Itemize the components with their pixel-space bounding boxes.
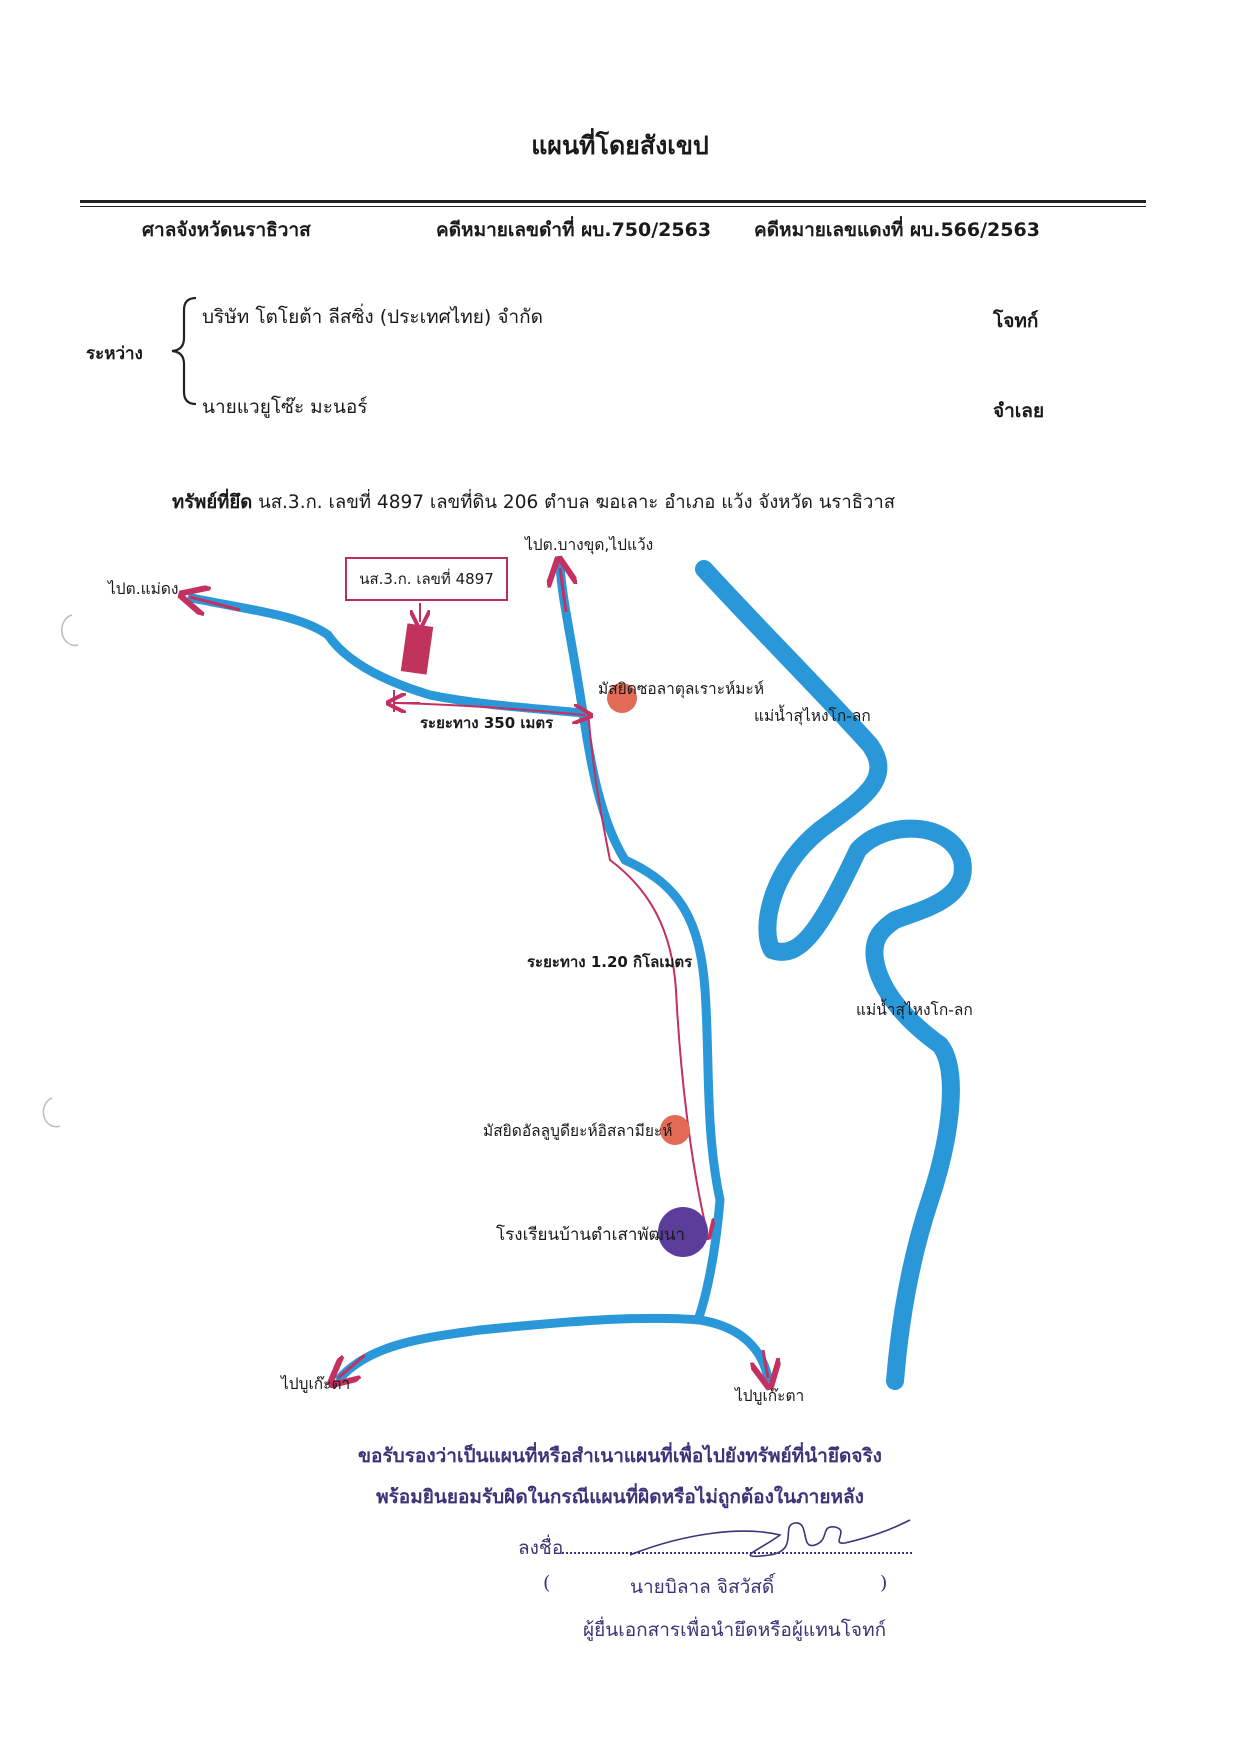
court-name: ศาลจังหวัดนราธิวาส bbox=[142, 219, 311, 241]
mosque-2-marker bbox=[660, 1115, 690, 1145]
road-west bbox=[187, 593, 588, 718]
signature bbox=[629, 1519, 911, 1558]
certification-line-1: ขอรับรองว่าเป็นแผนที่หรือสำเนาแผนที่เพื่… bbox=[358, 1445, 882, 1467]
arrow-to-bukieta-left bbox=[338, 1353, 366, 1378]
signer-role: ผู้ยื่นเอกสารเพื่อนำยึดหรือผู้แทนโจทก์ bbox=[583, 1619, 887, 1641]
punch-hole-icon bbox=[61, 614, 79, 647]
between-label: ระหว่าง bbox=[86, 344, 143, 364]
label-to-bangkhut: ไปต.บางขุด,ไปแว้ง bbox=[525, 536, 654, 554]
brace-icon bbox=[171, 296, 197, 406]
label-river-2: แม่น้ำสุไหงโก-ลก bbox=[856, 1001, 973, 1019]
road-main bbox=[555, 560, 725, 1325]
black-case-number: คดีหมายเลขดำที่ ผบ.750/2563 bbox=[436, 219, 712, 241]
school-marker bbox=[658, 1207, 708, 1257]
certification-line-2: พร้อมยินยอมรับผิดในกรณีแผนที่ผิดหรือไม่ถ… bbox=[376, 1486, 864, 1508]
page-title: แผนที่โดยสังเขป bbox=[531, 131, 709, 160]
close-paren: ) bbox=[880, 1572, 888, 1594]
label-school: โรงเรียนบ้านตำเสาพัฒนา bbox=[496, 1225, 686, 1245]
river bbox=[695, 560, 972, 1390]
red-case-number: คดีหมายเลขแดงที่ ผบ.566/2563 bbox=[754, 219, 1040, 241]
header-rule-thin bbox=[80, 206, 1146, 207]
header-rule bbox=[80, 200, 1146, 203]
defendant-role: จำเลย bbox=[993, 400, 1045, 422]
defendant-name: นายแวยูโซ๊ะ มะนอร์ bbox=[202, 396, 368, 418]
plaintiff-role: โจทก์ bbox=[993, 310, 1039, 332]
label-to-bukieta-left: ไปบูเก๊ะตา bbox=[281, 1375, 351, 1393]
label-distance-1200: ระยะทาง 1.20 กิโลเมตร bbox=[527, 953, 693, 971]
seized-asset: ทรัพย์ที่ยึด นส.3.ก. เลขที่ 4897 เลขที่ด… bbox=[172, 488, 895, 517]
plaintiff-name: บริษัท โตโยต้า ลีสซิ่ง (ประเทศไทย) จำกัด bbox=[202, 306, 544, 328]
road-southeast bbox=[695, 1315, 773, 1383]
open-paren: ( bbox=[543, 1572, 551, 1594]
label-distance-350: ระยะทาง 350 เมตร bbox=[420, 714, 554, 732]
distance-350-line bbox=[395, 702, 585, 715]
arrow-to-maedong bbox=[190, 597, 241, 610]
label-mosque-1: มัสยิดซอลาตุลเราะห์มะห์ bbox=[598, 680, 765, 698]
seized-asset-detail: นส.3.ก. เลขที่ 4897 เลขที่ดิน 206 ตำบล ฆ… bbox=[258, 492, 896, 513]
signer-name: นายบิลาล จิสวัสดิ์ bbox=[630, 1576, 775, 1598]
signature-line bbox=[562, 1552, 912, 1554]
arrow-to-bukieta-right bbox=[763, 1349, 768, 1378]
label-to-bukieta-right: ไปบูเก๊ะตา bbox=[735, 1387, 805, 1405]
sign-label: ลงชื่อ bbox=[518, 1537, 564, 1559]
label-to-maedong: ไปต.แม่ดง bbox=[108, 580, 179, 598]
punch-hole-icon bbox=[42, 1097, 61, 1128]
road-southwest bbox=[335, 1313, 705, 1383]
label-mosque-2: มัสยิดอัลลูบูดียะห์อิสลามียะห์ bbox=[483, 1122, 673, 1140]
seized-asset-label: ทรัพย์ที่ยึด bbox=[172, 492, 253, 513]
land-parcel-label: นส.3.ก. เลขที่ 4897 bbox=[345, 557, 508, 601]
arrow-to-bangkhut bbox=[560, 568, 566, 613]
mosque-1-marker bbox=[607, 683, 637, 713]
land-parcel bbox=[400, 623, 434, 675]
label-river-1: แม่น้ำสุไหงโก-ลก bbox=[754, 707, 871, 725]
